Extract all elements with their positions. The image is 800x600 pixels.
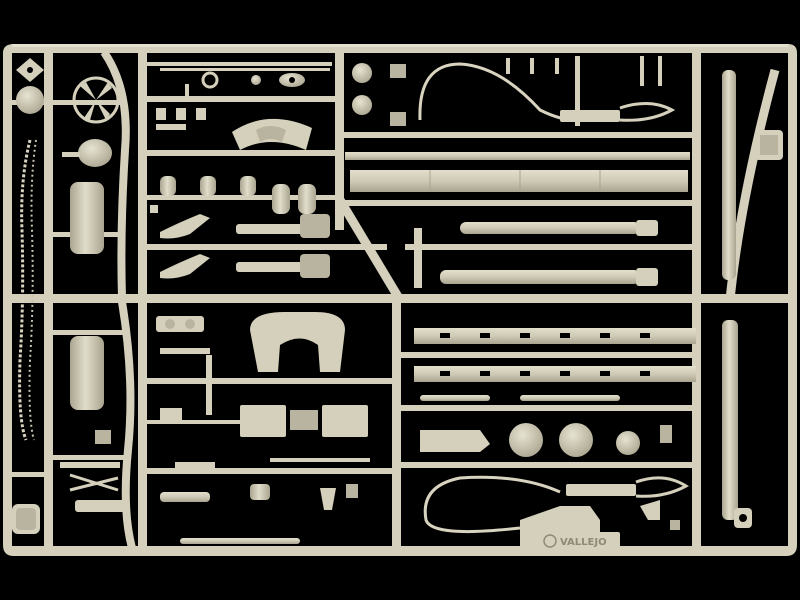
brand-tag-text: VALLEJO — [560, 537, 607, 548]
column-two-parts — [60, 76, 125, 512]
brand-tag: VALLEJO — [543, 534, 607, 548]
left-column-parts — [12, 58, 44, 534]
lower-right-quadrant-parts: VALLEJO — [414, 328, 696, 550]
brand-logo-icon — [543, 534, 557, 548]
upper-right-quadrant-parts — [345, 56, 690, 288]
sprue-frame — [3, 44, 797, 556]
lower-left-quadrant-parts — [156, 312, 370, 544]
right-column-parts — [722, 70, 783, 528]
upper-left-quadrant-parts — [150, 68, 330, 279]
